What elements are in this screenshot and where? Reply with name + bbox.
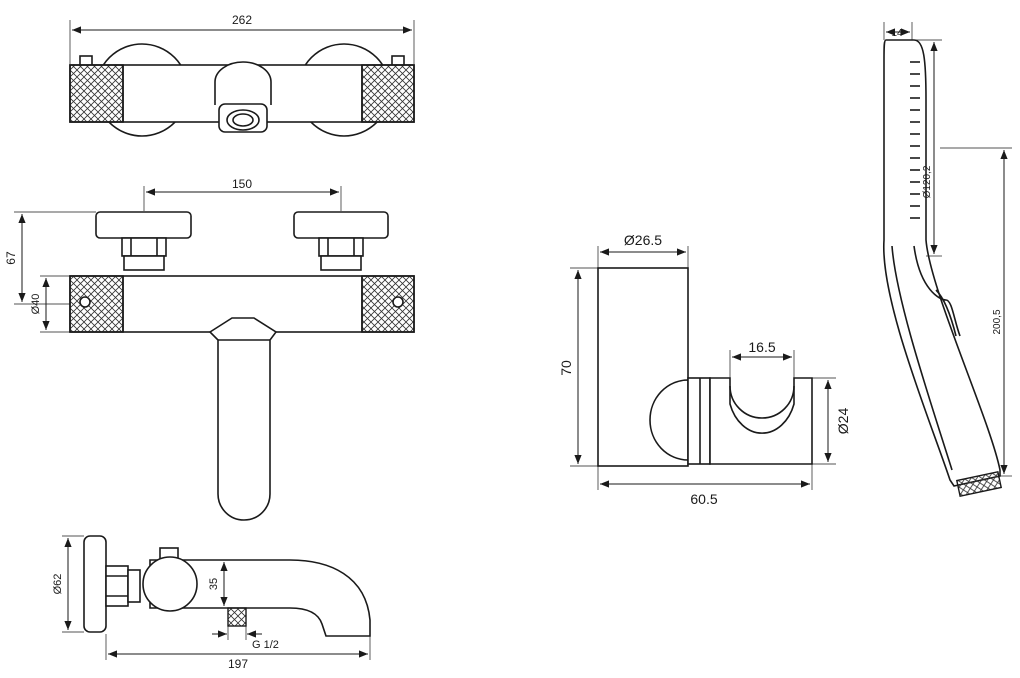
dim-label-dia-120-2: Ø120,2 <box>922 165 933 198</box>
dim-label-70: 70 <box>558 360 574 376</box>
dim-dia-26-5: Ø26.5 <box>597 232 689 268</box>
dim-label-g-half: G 1/2 <box>252 639 279 651</box>
dim-262: 262 <box>69 13 415 64</box>
dim-label-16-5: 16.5 <box>748 339 775 355</box>
dim-dia-120-2: Ø120,2 <box>914 39 942 257</box>
dim-label-150: 150 <box>232 177 252 191</box>
mixer-front-view <box>69 211 415 521</box>
hand-shower-view <box>883 39 1003 498</box>
dim-35: 35 <box>196 559 230 609</box>
dim-label-197: 197 <box>228 657 248 671</box>
dim-14: 14 <box>883 22 913 40</box>
shower-holder-view <box>597 267 813 467</box>
dim-dia-62: Ø62 <box>52 535 84 633</box>
dim-label-dia-40: Ø40 <box>30 294 42 315</box>
dim-g-half: G 1/2 <box>212 626 279 651</box>
dim-label-35: 35 <box>208 578 220 590</box>
dim-label-dia-24: Ø24 <box>835 408 851 435</box>
dim-label-262: 262 <box>232 13 252 27</box>
dim-label-14: 14 <box>891 28 903 39</box>
mixer-side-view <box>83 535 371 637</box>
dim-label-60-5: 60.5 <box>690 491 717 507</box>
mixer-top-view <box>69 43 415 137</box>
dim-label-dia-62: Ø62 <box>52 574 64 595</box>
dim-150: 150 <box>143 177 342 211</box>
dim-label-200-5: 200,5 <box>992 309 1003 334</box>
dim-200-5: 200,5 <box>940 147 1012 477</box>
dim-67: 67 <box>4 211 96 305</box>
dim-70: 70 <box>558 267 598 467</box>
dim-label-67: 67 <box>4 251 18 265</box>
dim-dia-40: Ø40 <box>30 275 70 333</box>
dim-60-5: 60.5 <box>597 464 813 507</box>
dim-dia-24: Ø24 <box>812 377 851 465</box>
dim-label-dia-26-5: Ø26.5 <box>624 232 662 248</box>
dim-16-5: 16.5 <box>729 339 795 378</box>
dim-197: 197 <box>105 634 371 671</box>
